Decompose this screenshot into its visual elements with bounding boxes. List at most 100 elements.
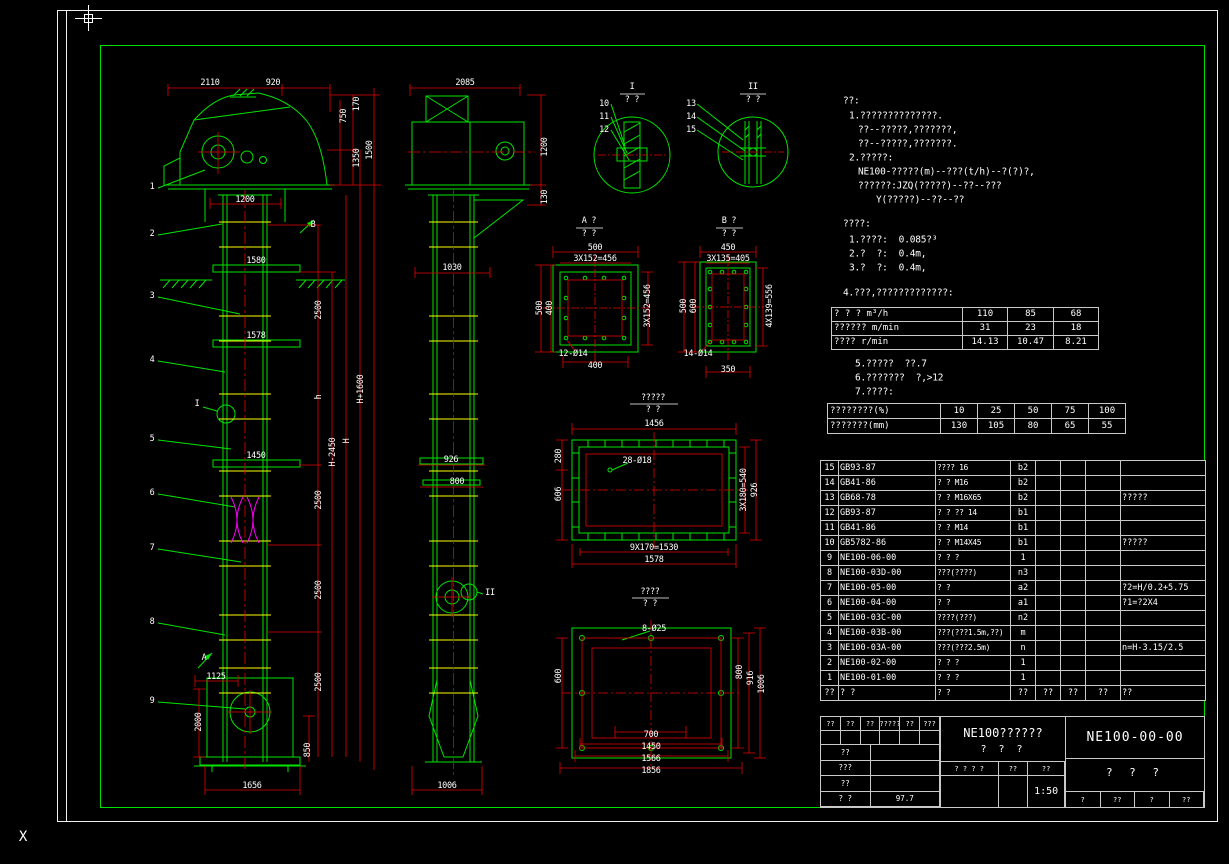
bom-cell [1035, 460, 1061, 476]
sheet-info-row: ?????? [1066, 791, 1204, 807]
spec-cell: 31 [962, 321, 1008, 336]
bom-cell: 2 [820, 655, 839, 671]
bom-cell: GB41-86 [838, 520, 936, 536]
bom-cell: 9 [820, 550, 839, 566]
spec-cell: 14.13 [962, 335, 1008, 350]
bom-cell [1035, 520, 1061, 536]
spec-cell: 23 [1007, 321, 1054, 336]
bom-cell: 11 [820, 520, 839, 536]
bom-cell: ? ? [935, 685, 1011, 701]
bom-cell: ?? [1085, 685, 1121, 701]
bom-cell [1085, 625, 1121, 641]
spec-cell: 80 [1014, 418, 1052, 434]
bom-cell: NE100-03D-00 [838, 565, 936, 581]
bom-cell [1035, 505, 1061, 521]
bom-cell [1060, 550, 1086, 566]
bom-cell: m [1010, 625, 1036, 641]
bom-cell [1120, 610, 1206, 626]
bom-cell [1035, 490, 1061, 506]
bom-cell [1060, 565, 1086, 581]
bom-cell [1035, 595, 1061, 611]
title-block-cell [999, 775, 1029, 808]
bom-cell [1085, 565, 1121, 581]
product-subtitle: ? ? ? [980, 744, 1026, 755]
bom-cell: ? ? M16 [935, 475, 1011, 491]
title-block-cell: ?? [821, 745, 871, 761]
bom-cell [1085, 670, 1121, 686]
section-b-view [678, 227, 768, 378]
bom-cell: ???(???2.5m) [935, 640, 1011, 656]
bom-cell: 1 [1010, 670, 1036, 686]
drawing-number: NE100-00-00 [1086, 730, 1184, 745]
bom-cell [1120, 550, 1206, 566]
bom-cell [1060, 625, 1086, 641]
title-block: ???????????????? ???????? ?97.7 NE100???… [820, 716, 1205, 808]
bom-cell: ?? [1035, 685, 1061, 701]
bom-cell: ????(???) [935, 610, 1011, 626]
bom-cell: 15 [820, 460, 839, 476]
bom-cell: b2 [1010, 490, 1036, 506]
bom-cell: ? ? M14X45 [935, 535, 1011, 551]
bom-cell [1035, 625, 1061, 641]
side-view [405, 84, 546, 795]
bom-cell: n3 [1010, 565, 1036, 581]
bom-cell: 1 [820, 670, 839, 686]
drawing-border [100, 45, 1205, 808]
bom-cell [1060, 520, 1086, 536]
title-block-cell: ? [1135, 792, 1170, 807]
section-a-view [535, 227, 653, 368]
bom-cell [1085, 490, 1121, 506]
title-block-cell [821, 731, 841, 745]
bom-cell [1120, 475, 1206, 491]
title-block-cell: ??? [920, 717, 940, 731]
bom-cell: b1 [1010, 505, 1036, 521]
spec-cell: 85 [1007, 307, 1054, 322]
spec-cell: 10.47 [1007, 335, 1054, 350]
bom-cell: NE100-01-00 [838, 670, 936, 686]
title-block-cell: ?? [1170, 792, 1204, 807]
title-block-cell: ?? [821, 717, 841, 731]
bom-cell [1085, 505, 1121, 521]
bom-cell: 8 [820, 565, 839, 581]
bom-cell [1035, 580, 1061, 596]
bom-cell: 6 [820, 595, 839, 611]
bom-cell [1085, 535, 1121, 551]
casing-plan-view [556, 403, 762, 568]
bom-cell [1085, 550, 1121, 566]
detail-ii-view [696, 93, 789, 188]
spec-cell: 50 [1014, 403, 1052, 419]
bom-cell [1035, 655, 1061, 671]
bom-cell: GB5782-86 [838, 535, 936, 551]
bom-cell [1085, 610, 1121, 626]
spec-cell: 68 [1053, 307, 1099, 322]
title-block-revision-area: ???????????????? ???????? ?97.7 [821, 717, 941, 807]
bom-cell: 3 [820, 640, 839, 656]
revision-row: ???????????????? [821, 717, 940, 731]
bom-cell: 12 [820, 505, 839, 521]
bom-cell [1060, 580, 1086, 596]
bom-cell: ? ? [838, 685, 936, 701]
crosshair-cursor-icon [75, 5, 102, 31]
signature-row: ?? [821, 776, 940, 792]
spec-cell: 105 [977, 418, 1015, 434]
spec-cell: 100 [1088, 403, 1126, 419]
title-block-cell [840, 731, 861, 745]
bom-cell [1120, 520, 1206, 536]
title-block-cell: ?? [998, 762, 1029, 776]
bom-cell: ?? [1010, 685, 1036, 701]
spec-cell: 18 [1053, 321, 1099, 336]
signature-row: ??? [821, 760, 940, 776]
bom-cell: ????? [1120, 490, 1206, 506]
